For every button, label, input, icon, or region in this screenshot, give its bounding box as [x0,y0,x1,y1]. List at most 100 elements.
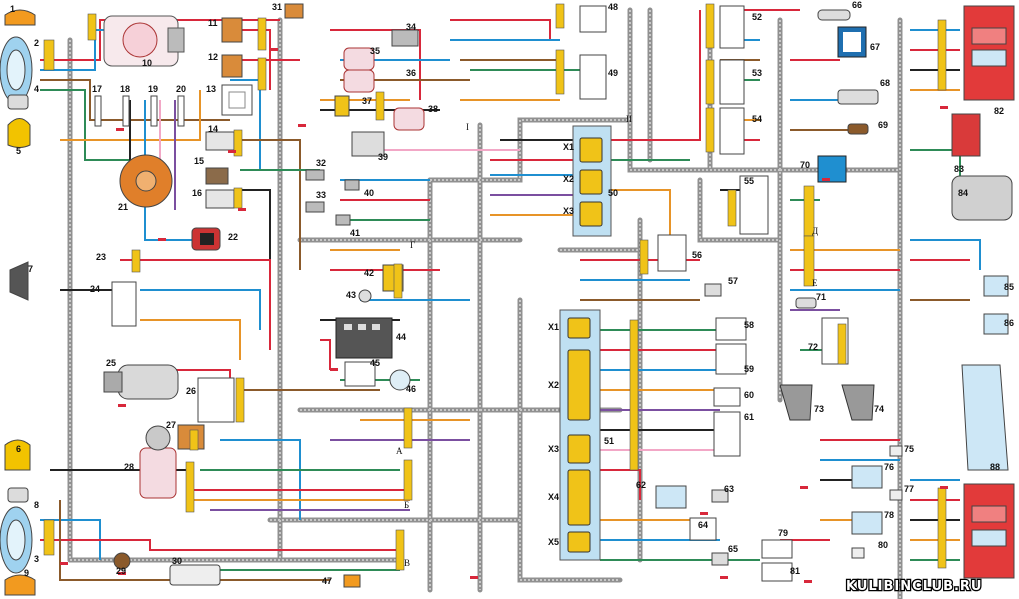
component-number-49: 49 [608,68,618,78]
component-number-55: 55 [744,176,754,186]
component-number-5: 5 [16,146,21,156]
component-number-43: 43 [346,290,356,300]
lamp-icon [961,364,1009,471]
junction-label-j-v: В [404,558,410,568]
component-number-8: 8 [34,500,39,510]
component-number-59: 59 [744,364,754,374]
component-number-65: 65 [728,544,738,554]
fuse-block-50: X1 X2 X3 [563,125,612,237]
lamp-icon [711,552,729,566]
horn-icon [7,94,29,503]
switch-icon [169,564,221,586]
component-number-63: 63 [724,484,734,494]
junction-label-j-a: А [396,446,403,456]
component-number-48: 48 [608,2,618,12]
component-number-86: 86 [1004,318,1014,328]
component-number-6: 6 [16,444,21,454]
fuse51-x2-label: X2 [548,380,559,390]
pump-icon [343,47,425,131]
ground-markers [60,48,948,583]
ignition-coil-icon [191,227,221,251]
component-number-18: 18 [120,84,130,94]
component-number-37: 37 [362,96,372,106]
lamp-icon [795,297,817,309]
component-number-44: 44 [396,332,406,342]
component-number-80: 80 [878,540,888,550]
connector-clusters [43,3,947,571]
component-number-54: 54 [752,114,762,124]
component-number-77: 77 [904,484,914,494]
switch-icon [817,155,847,183]
fuse50-x1-label: X1 [563,142,574,152]
side-light-icon [4,9,36,596]
harness-trunks [67,7,903,599]
switch-icon [391,29,419,47]
fuse50-x2-label: X2 [563,174,574,184]
component-number-28: 28 [124,462,134,472]
component-number-82: 82 [994,106,1004,116]
component-number-15: 15 [194,156,204,166]
component-number-53: 53 [752,68,762,78]
component-number-36: 36 [406,68,416,78]
junction-label-j-e: Е [812,278,818,288]
component-number-19: 19 [148,84,158,94]
junction-label-j-d: Д [812,226,818,236]
component-number-2: 2 [34,38,39,48]
relay-icon [111,17,687,450]
component-number-34: 34 [406,22,416,32]
alternator-icon [103,15,185,67]
switch-icon [579,5,607,33]
component-number-30: 30 [172,556,182,566]
switch-icon [579,54,607,100]
component-number-79: 79 [778,528,788,538]
component-number-31: 31 [272,2,282,12]
control-unit-icon [221,84,253,116]
component-number-67: 67 [870,42,880,52]
connector-icon [334,95,350,117]
component-number-7: 7 [28,264,33,274]
harness-trunk-hatch [69,10,901,599]
component-number-12: 12 [208,52,218,62]
component-number-17: 17 [92,84,102,94]
lamp-icon [389,369,411,391]
component-number-41: 41 [350,228,360,238]
oil-pressure-icon [351,131,385,157]
spark-plug-icon [94,95,185,127]
component-number-66: 66 [852,0,862,10]
component-number-38: 38 [428,104,438,114]
component-number-23: 23 [96,252,106,262]
clock-icon [837,26,867,58]
component-number-81: 81 [790,566,800,576]
component-number-4: 4 [34,84,39,94]
lamp-icon [704,283,722,297]
component-number-3: 3 [34,554,39,564]
component-number-56: 56 [692,250,702,260]
wires [40,9,981,581]
component-number-85: 85 [1004,282,1014,292]
component-number-45: 45 [370,358,380,368]
sensor-icon [358,289,372,303]
component-number-10: 10 [142,58,152,68]
component-number-52: 52 [752,12,762,22]
lamp-icon [655,485,687,509]
sensor-icon [335,214,351,226]
battery-icon [335,317,393,359]
lamp-icon [711,489,729,503]
component-number-68: 68 [880,78,890,88]
component-number-22: 22 [228,232,238,242]
junction-label-j-b: Б [404,500,409,510]
component-number-47: 47 [322,576,332,586]
sensor-icon [344,179,360,191]
watermark: KULIBINCLUB.RU [846,579,982,594]
component-number-75: 75 [904,444,914,454]
component-number-46: 46 [406,384,416,394]
lamp-icon [817,9,851,21]
component-number-88: 88 [990,462,1000,472]
component-number-42: 42 [364,268,374,278]
sensor-icon [205,131,235,209]
lamp-icon [851,445,903,559]
junction-label-roman-i: I [466,122,469,132]
